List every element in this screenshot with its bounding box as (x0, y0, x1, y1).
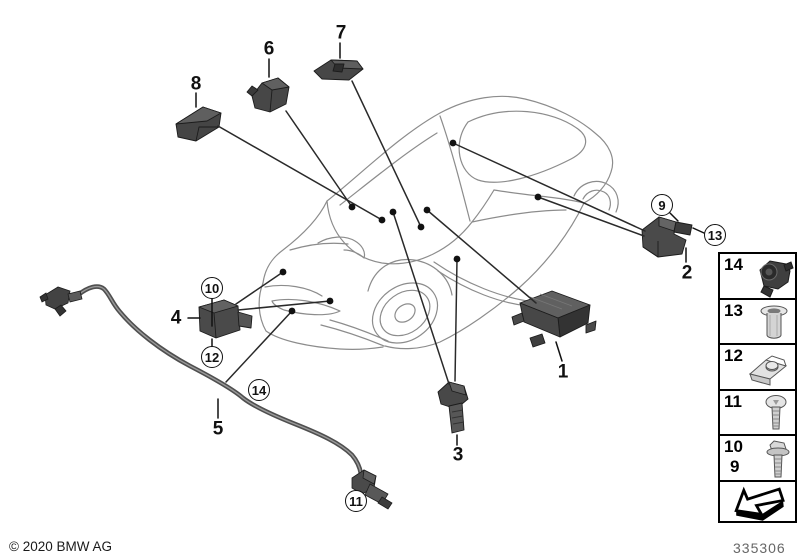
part-2-bracket (641, 216, 693, 258)
circled-callout-11[interactable]: 11 (345, 490, 367, 512)
legend-label-14: 14 (724, 255, 743, 274)
legend-label-11: 11 (724, 392, 742, 411)
callout-label-6[interactable]: 6 (263, 38, 275, 60)
part-6-bracket (246, 77, 290, 113)
circled-callout-12[interactable]: 12 (201, 346, 223, 368)
hex-flange-bolt-icon (766, 440, 790, 478)
part-1-control-unit (511, 290, 597, 348)
part-4-sensor (198, 299, 253, 339)
threaded-sleeve-icon (760, 305, 788, 339)
pressure-hose (75, 284, 364, 477)
part-3-sensor (437, 381, 469, 434)
legend-label-13: 13 (724, 301, 743, 320)
callout-label-1[interactable]: 1 (557, 361, 569, 383)
part-7-bracket (313, 59, 364, 81)
hose-connector (39, 286, 83, 317)
legend-label-9: 9 (730, 456, 740, 476)
mount-dots (279, 139, 542, 315)
circled-callout-9[interactable]: 9 (651, 194, 673, 216)
label-ticks (187, 42, 705, 446)
diagram-number: 335306 (733, 540, 786, 556)
fastener-legend: 14 13 12 11 (718, 252, 797, 523)
part-8-bracket (175, 106, 222, 142)
callout-label-2[interactable]: 2 (681, 262, 693, 284)
legend-label-10: 10 (724, 437, 743, 456)
callout-label-7[interactable]: 7 (335, 22, 347, 44)
copyright-text: © 2020 BMW AG (9, 539, 112, 554)
socket-connector-icon (759, 260, 794, 298)
clip-nut-icon (748, 355, 788, 386)
pan-head-screw-icon (765, 395, 787, 430)
callout-label-8[interactable]: 8 (190, 73, 202, 95)
callout-label-3[interactable]: 3 (452, 444, 464, 466)
legend-row-14[interactable]: 14 (718, 252, 797, 300)
hose-end-sensor (351, 469, 393, 510)
legend-row-11[interactable]: 11 (718, 389, 797, 436)
callout-label-4[interactable]: 4 (170, 307, 182, 329)
direction-arrow-icon (734, 486, 785, 521)
circled-callout-13[interactable]: 13 (704, 224, 726, 246)
legend-row-arrow[interactable] (718, 480, 797, 523)
legend-row-13[interactable]: 13 (718, 298, 797, 345)
legend-row-12[interactable]: 12 (718, 343, 797, 391)
circled-callout-10[interactable]: 10 (201, 277, 223, 299)
front-wheel (371, 282, 439, 344)
legend-label-12: 12 (724, 346, 743, 365)
circled-callout-14[interactable]: 14 (248, 379, 270, 401)
callout-label-5[interactable]: 5 (212, 418, 224, 440)
leader-lines (217, 80, 646, 385)
